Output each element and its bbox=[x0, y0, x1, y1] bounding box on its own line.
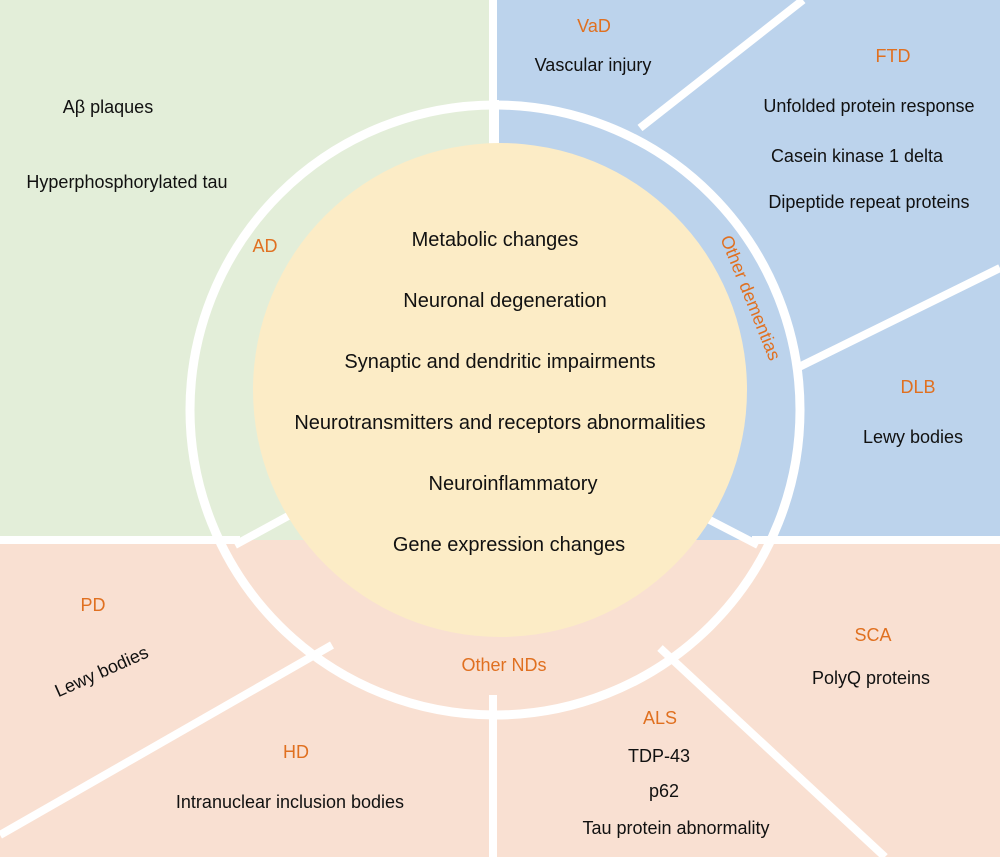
ftd-term: Dipeptide repeat proteins bbox=[768, 192, 969, 212]
dlb-label: DLB bbox=[900, 377, 935, 397]
core-circle bbox=[253, 143, 747, 637]
ad-term: Aβ plaques bbox=[63, 97, 153, 117]
als-term: p62 bbox=[649, 781, 679, 801]
divider-vad-ftd bbox=[637, 0, 806, 132]
core-item: Neuronal degeneration bbox=[403, 290, 607, 312]
ftd-term: Casein kinase 1 delta bbox=[771, 146, 944, 166]
ring-label-ad: AD bbox=[252, 236, 277, 256]
vad-label: VaD bbox=[577, 16, 611, 36]
ring-divider-left bbox=[233, 511, 292, 549]
core-item: Neuroinflammatory bbox=[429, 473, 598, 495]
sca-label: SCA bbox=[854, 625, 891, 645]
dlb-term: Lewy bodies bbox=[863, 427, 963, 447]
als-label: ALS bbox=[643, 708, 677, 728]
core-items: Metabolic changes Neuronal degeneration … bbox=[294, 229, 705, 556]
core-item: Neurotransmitters and receptors abnormal… bbox=[294, 412, 705, 434]
als-term: TDP-43 bbox=[628, 746, 690, 766]
ad-term: Hyperphosphorylated tau bbox=[26, 172, 227, 192]
divider-pd-hd bbox=[0, 641, 334, 839]
hd-term: Intranuclear inclusion bodies bbox=[176, 792, 404, 812]
sca-term: PolyQ proteins bbox=[812, 668, 930, 688]
core-item: Synaptic and dendritic impairments bbox=[344, 351, 655, 373]
core-item: Metabolic changes bbox=[412, 229, 579, 251]
pd-label: PD bbox=[80, 595, 105, 615]
ring-label-other-nds: Other NDs bbox=[461, 655, 546, 675]
ftd-label: FTD bbox=[876, 46, 911, 66]
vad-term: Vascular injury bbox=[535, 55, 652, 75]
divider-ftd-dlb bbox=[795, 264, 1000, 372]
ftd-term: Unfolded protein response bbox=[763, 96, 974, 116]
divider-als-sca bbox=[657, 645, 888, 857]
hd-label: HD bbox=[283, 742, 309, 762]
core-item: Gene expression changes bbox=[393, 534, 625, 556]
als-term: Tau protein abnormality bbox=[582, 818, 769, 838]
